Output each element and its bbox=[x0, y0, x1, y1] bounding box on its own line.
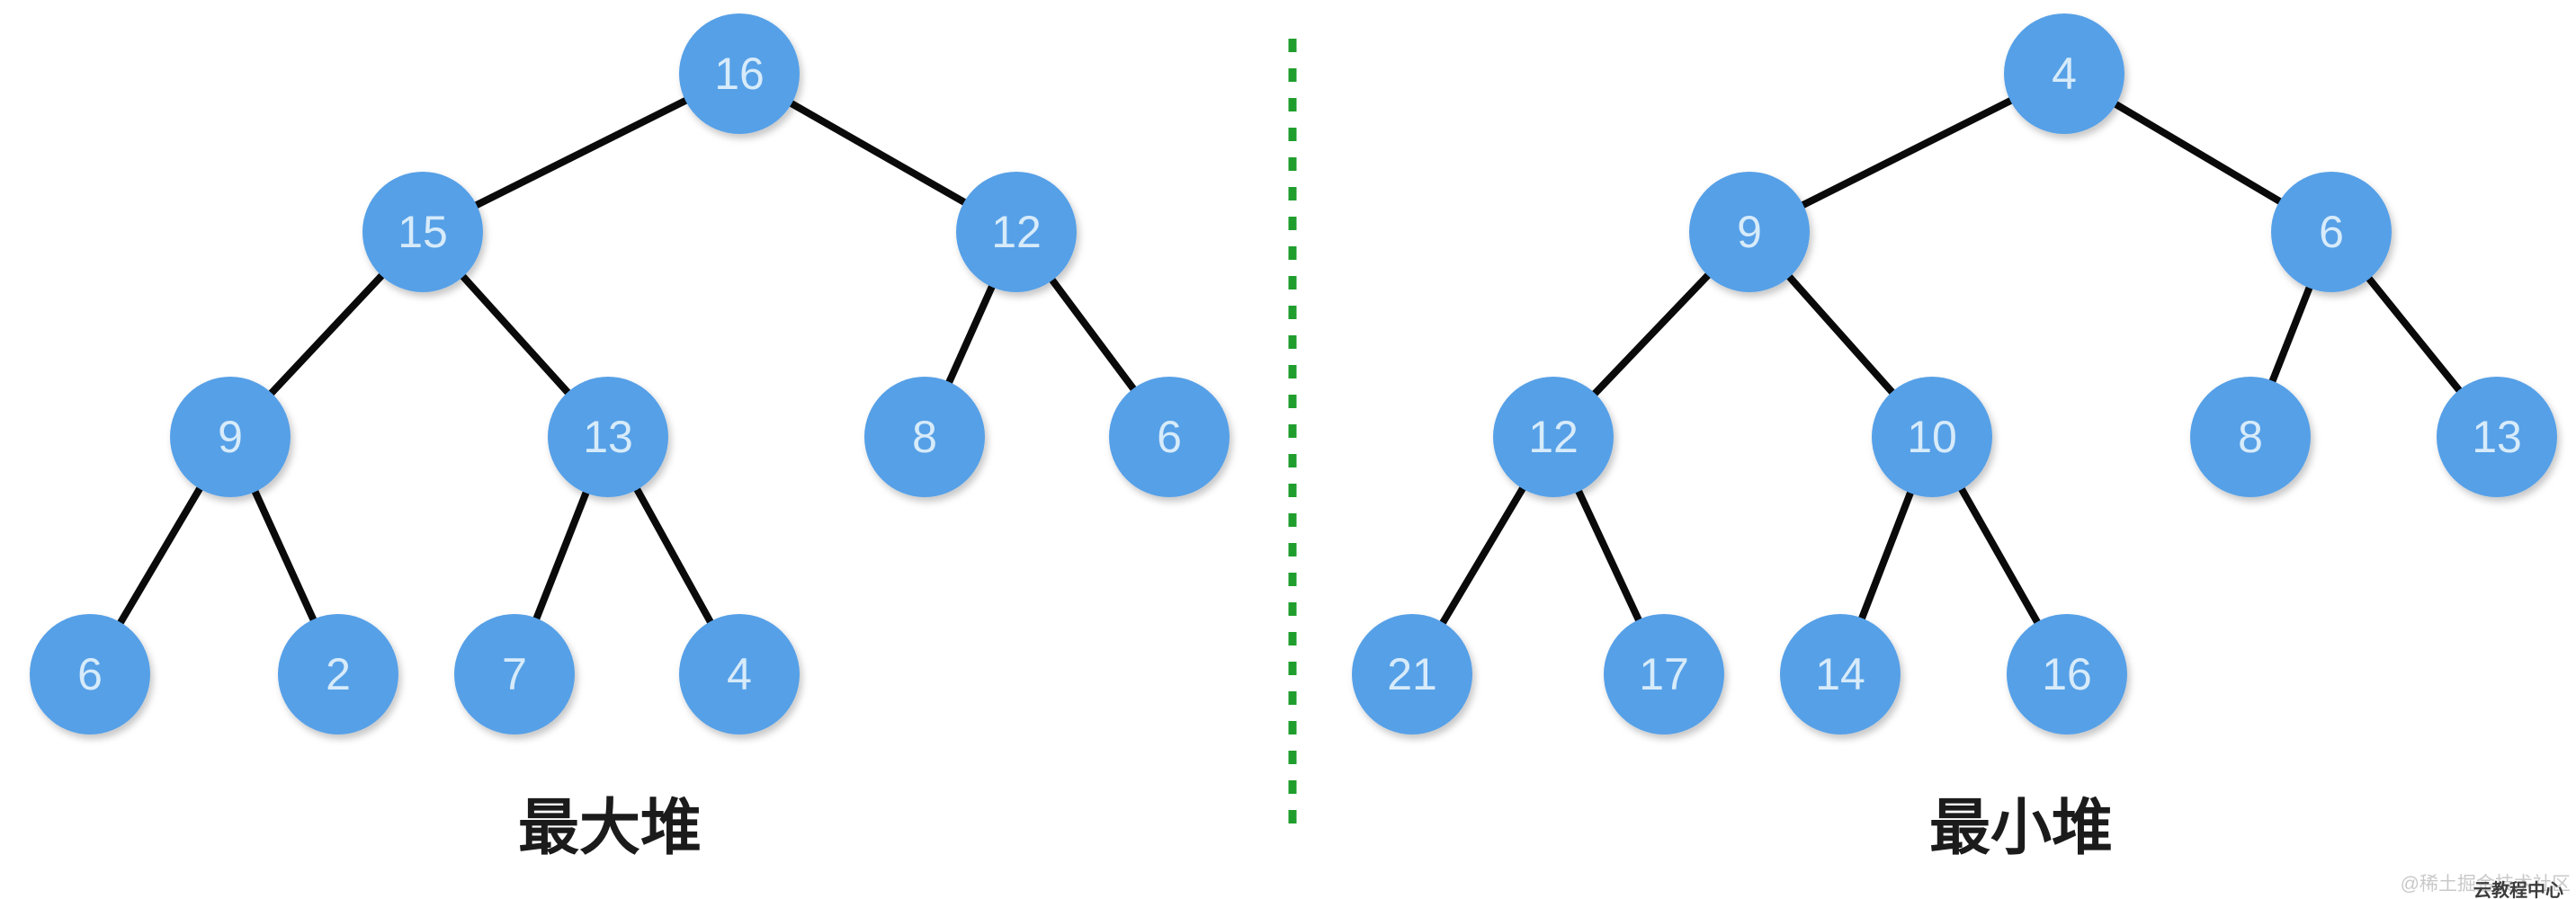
max-heap-node-circle bbox=[548, 377, 668, 497]
min-heap-node-value: 6 bbox=[2319, 207, 2344, 257]
max-heap-node-6: 6 bbox=[30, 614, 150, 734]
min-heap-node-circle bbox=[1872, 377, 1992, 497]
min-heap-node-value: 14 bbox=[1815, 649, 1865, 699]
min-heap-node-9: 9 bbox=[1689, 172, 1810, 292]
watermark-center-text: 云教程中心 bbox=[2473, 879, 2563, 899]
min-heap-node-circle bbox=[1493, 377, 1614, 497]
max-heap-node-value: 4 bbox=[727, 649, 752, 699]
max-heap-node-2: 2 bbox=[278, 614, 398, 734]
max-heap-caption: 最大堆 bbox=[518, 794, 702, 862]
max-heap-node-value: 6 bbox=[77, 649, 103, 699]
max-heap-node-value: 7 bbox=[502, 649, 527, 699]
max-heap-node-circle bbox=[1109, 377, 1230, 497]
max-heap-node-circle bbox=[679, 13, 800, 134]
min-heap-node-circle bbox=[1604, 614, 1724, 734]
min-heap-node-value: 9 bbox=[1737, 207, 1762, 257]
max-heap-node-value: 2 bbox=[326, 649, 351, 699]
max-heap-node-value: 9 bbox=[218, 412, 243, 462]
max-heap-node-15: 15 bbox=[362, 172, 483, 292]
min-heap-node-circle bbox=[2437, 377, 2557, 497]
max-heap-node-4: 4 bbox=[679, 614, 800, 734]
max-heap-node-circle bbox=[864, 377, 985, 497]
min-heap-node-value: 21 bbox=[1387, 649, 1437, 699]
max-heap-node-12: 12 bbox=[956, 172, 1077, 292]
min-heap-node-value: 13 bbox=[2472, 412, 2522, 462]
min-heap-node-14: 14 bbox=[1780, 614, 1901, 734]
max-heap-node-value: 8 bbox=[912, 412, 937, 462]
max-heap-node-13: 13 bbox=[548, 377, 668, 497]
max-heap-node-circle bbox=[170, 377, 291, 497]
max-heap-node-circle bbox=[278, 614, 398, 734]
min-heap-node-value: 4 bbox=[2052, 49, 2077, 99]
max-heap-node-value: 12 bbox=[991, 207, 1042, 257]
max-heap-node-circle bbox=[679, 614, 800, 734]
min-heap-node-12: 12 bbox=[1493, 377, 1614, 497]
max-heap-node-9: 9 bbox=[170, 377, 291, 497]
max-heap-node-7: 7 bbox=[454, 614, 575, 734]
watermark-community-text: @稀土掘金技术社区 bbox=[2401, 874, 2571, 895]
min-heap-node-value: 17 bbox=[1639, 649, 1689, 699]
min-heap-node-10: 10 bbox=[1872, 377, 1992, 497]
min-heap-node-value: 8 bbox=[2238, 412, 2263, 462]
min-heap-caption: 最小堆 bbox=[1929, 794, 2113, 862]
min-heap-node-17: 17 bbox=[1604, 614, 1724, 734]
max-heap-node-value: 16 bbox=[714, 49, 765, 99]
min-heap-node-value: 12 bbox=[1528, 412, 1579, 462]
min-heap-node-circle bbox=[2271, 172, 2392, 292]
max-heap-node-16: 16 bbox=[679, 13, 800, 134]
min-heap-node-13: 13 bbox=[2437, 377, 2557, 497]
max-heap-node-value: 6 bbox=[1157, 412, 1182, 462]
max-heap-node-6: 6 bbox=[1109, 377, 1230, 497]
max-heap-node-circle bbox=[362, 172, 483, 292]
min-heap-node-21: 21 bbox=[1352, 614, 1472, 734]
max-heap-node-value: 15 bbox=[398, 207, 448, 257]
min-heap-node-16: 16 bbox=[2007, 614, 2127, 734]
max-heap-node-circle bbox=[30, 614, 150, 734]
min-heap-node-circle bbox=[2007, 614, 2127, 734]
min-heap-node-4: 4 bbox=[2004, 13, 2124, 134]
min-heap-node-8: 8 bbox=[2190, 377, 2311, 497]
min-heap-node-circle bbox=[1352, 614, 1472, 734]
max-heap-node-circle bbox=[454, 614, 575, 734]
max-heap-node-value: 13 bbox=[583, 412, 633, 462]
min-heap-node-circle bbox=[2190, 377, 2311, 497]
min-heap-node-6: 6 bbox=[2271, 172, 2392, 292]
min-heap-node-circle bbox=[1780, 614, 1901, 734]
min-heap-node-value: 10 bbox=[1907, 412, 1957, 462]
tree-nodes-layer: 16 15 12 9 13 8 6 6 2 7 4 4 9 6 12 10 8 13 21 17 14 16 bbox=[30, 13, 2557, 734]
min-heap-node-circle bbox=[2004, 13, 2124, 134]
min-heap-node-value: 16 bbox=[2042, 649, 2092, 699]
min-heap-node-circle bbox=[1689, 172, 1810, 292]
max-heap-node-8: 8 bbox=[864, 377, 985, 497]
max-heap-node-circle bbox=[956, 172, 1077, 292]
